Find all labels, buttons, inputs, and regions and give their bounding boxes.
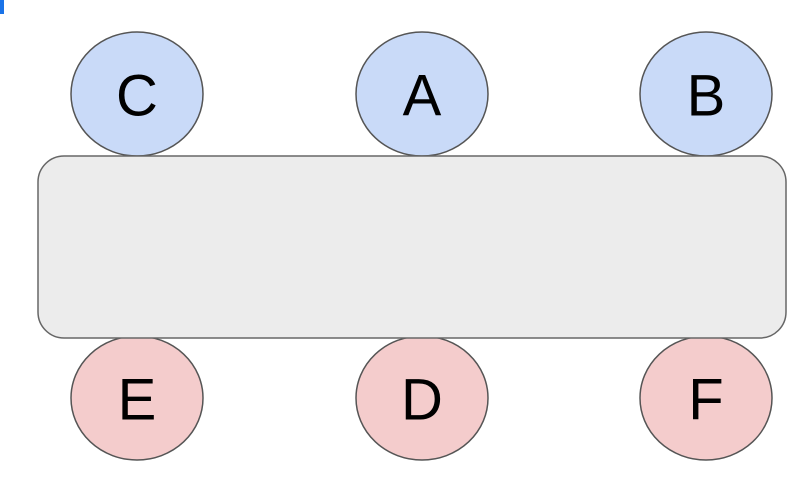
seat-label: C [116,64,158,129]
seat-label: A [403,64,442,129]
seat-label: B [687,64,726,129]
seat-f: F [639,335,773,461]
table [37,155,787,339]
seat-a: A [355,31,489,157]
seat-label: D [401,368,443,433]
seat-label: E [118,368,157,433]
corner-mark [0,0,4,14]
seat-b: B [639,31,773,157]
bottom-row: E D F [70,335,773,461]
seat-e: E [70,335,204,461]
seat-c: C [70,31,204,157]
top-row: C A B [70,31,773,157]
seat-label: F [688,368,723,433]
seat-d: D [355,335,489,461]
